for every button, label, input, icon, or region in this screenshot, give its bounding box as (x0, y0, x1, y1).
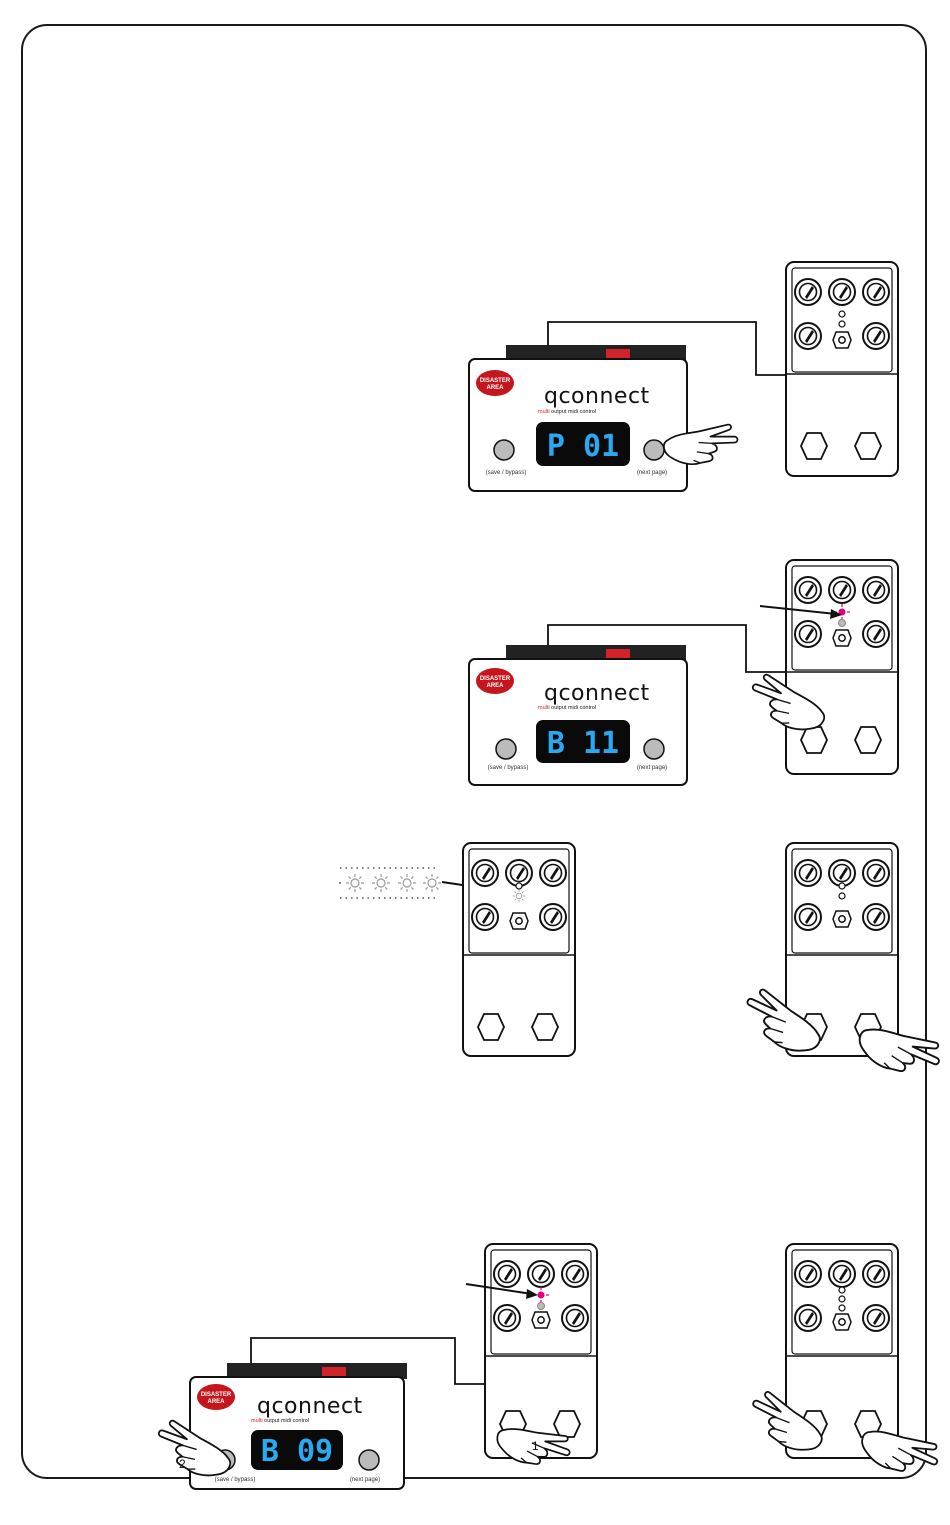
svg-text:(save / bypass): (save / bypass) (486, 470, 527, 476)
next-page-button[interactable] (359, 1450, 379, 1470)
svg-text:(next page): (next page) (350, 1477, 380, 1483)
tagline: multi output midi control (538, 705, 596, 711)
display-readout: B 11 (547, 726, 619, 761)
brand-name: qconnect (544, 681, 650, 706)
svg-text:DISASTER: DISASTER (480, 676, 511, 682)
blinking-led-sequence (339, 868, 441, 898)
step-number-1: 1 (532, 1439, 539, 1453)
next-page-button[interactable] (644, 440, 664, 460)
effect-pedal (463, 843, 575, 1056)
qconnect-controller: DISASTER AREA qconnect multi output midi… (469, 345, 687, 491)
tagline: multi output midi control (251, 1418, 309, 1424)
next-page-button[interactable] (644, 739, 664, 759)
panel-2: DISASTER AREA qconnect multi output midi… (469, 560, 898, 785)
effect-pedal (786, 560, 898, 774)
svg-text:AREA: AREA (207, 1399, 225, 1405)
svg-text:(save / bypass): (save / bypass) (488, 765, 529, 771)
svg-text:(next page): (next page) (637, 765, 667, 771)
led-active (538, 1292, 545, 1299)
panel-4: DISASTER AREA qconnect multi output midi… (150, 1244, 943, 1489)
save-bypass-button[interactable] (494, 440, 514, 460)
panel-3 (339, 843, 946, 1087)
tagline: multi output midi control (538, 409, 596, 415)
brand-name: qconnect (544, 384, 650, 409)
svg-text:(save / bypass): (save / bypass) (215, 1477, 256, 1483)
panel-1: DISASTER AREA qconnect multi output midi… (469, 262, 898, 491)
svg-text:(next page): (next page) (637, 470, 667, 476)
effect-pedal (485, 1244, 597, 1458)
svg-text:AREA: AREA (486, 385, 504, 391)
display-readout: B 09 (261, 1434, 333, 1469)
svg-text:AREA: AREA (486, 683, 504, 689)
svg-text:DISASTER: DISASTER (480, 378, 511, 384)
svg-text:DISASTER: DISASTER (201, 1392, 232, 1398)
save-bypass-button[interactable] (496, 739, 516, 759)
step-number-2: 2 (179, 1457, 186, 1471)
qconnect-controller: DISASTER AREA qconnect multi output midi… (469, 645, 687, 785)
brand-name: qconnect (257, 1394, 363, 1419)
display-readout: P 01 (547, 429, 619, 464)
effect-pedal (786, 262, 898, 476)
